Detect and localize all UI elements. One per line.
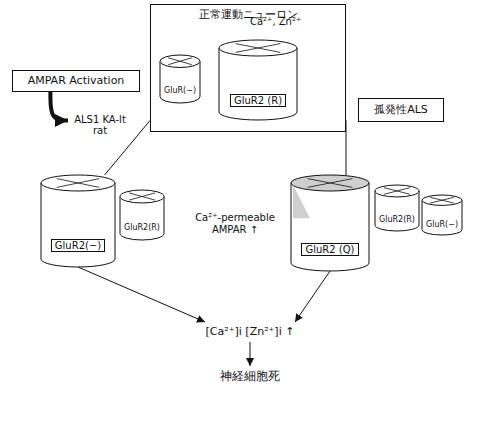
cylinder-top: [219, 40, 297, 56]
node-text: ALS1 KA-lt rat: [72, 114, 128, 137]
receptor-cylinder: GluR2 (Q): [290, 175, 370, 271]
cylinder-top: [422, 195, 462, 205]
receptor-cylinder: GluR2(R): [374, 185, 420, 231]
cylinder-shape: [40, 175, 116, 267]
cylinder-body: [41, 183, 115, 267]
cylinder-shape: [290, 175, 370, 271]
connector: [250, 342, 251, 366]
cylinder-shape: [159, 55, 201, 103]
receptor-cylinder: GluR(−): [159, 55, 201, 103]
receptor-cylinder: GluR(−): [421, 195, 463, 235]
receptor-label: GluR(−): [425, 220, 459, 229]
connector: [105, 120, 150, 175]
cylinder-top: [160, 55, 200, 67]
cylinder-top: [375, 185, 419, 197]
neuron-panel: GluR(−)GluR2 (R)正常運動ニューロン: [150, 4, 346, 132]
connector: [78, 267, 205, 322]
cylinder-top: [120, 190, 164, 203]
pore-mark: [168, 58, 192, 65]
pore-mark: [308, 179, 353, 188]
node-text: AMPAR Activation: [27, 75, 126, 88]
node-text: 神経細胞死: [219, 370, 281, 384]
cylinder-shape: [374, 185, 420, 231]
receptor-label: GluR2 (Q): [301, 243, 358, 257]
node-text: 孤発性ALS: [373, 104, 429, 117]
pore-mark: [384, 188, 410, 195]
cylinder-shape: [218, 40, 298, 120]
pore-mark: [430, 197, 454, 203]
receptor-cylinder: GluR2(−): [40, 175, 116, 267]
pore-mark: [57, 179, 100, 188]
ion-level: [Ca²⁺]i [Zn²⁺]i ↑: [175, 322, 325, 342]
note-label: Ca²⁺-permeable AMPAR ↑: [180, 212, 290, 235]
receptor-label: GluR2(R): [378, 215, 416, 224]
receptor-cylinder: GluR2(R): [119, 190, 165, 240]
receptor-label: GluR(−): [163, 86, 197, 95]
pore-mark: [129, 193, 155, 200]
node-text: [Ca²⁺]i [Zn²⁺]i ↑: [205, 326, 296, 339]
connector: [295, 271, 330, 322]
outcome-label: 神経細胞死: [200, 366, 300, 388]
receptor-cylinder: GluR2 (R): [218, 40, 298, 120]
model-label: ALS1 KA-lt rat: [68, 110, 132, 140]
cylinder-shape: [421, 195, 463, 235]
process-box: 孤発性ALS: [358, 98, 444, 122]
connector: [50, 92, 68, 121]
receptor-label: GluR2 (R): [230, 94, 286, 108]
pore-mark: [236, 44, 281, 53]
receptor-label: GluR2(R): [123, 223, 161, 232]
cylinder-top: [41, 175, 115, 191]
receptor-label: GluR2(−): [51, 239, 105, 253]
shading: [293, 185, 310, 218]
cylinder-shape: [119, 190, 165, 240]
process-box: AMPAR Activation: [12, 70, 140, 92]
cylinder-top: [291, 175, 369, 191]
cylinder-body: [291, 183, 369, 271]
cylinder-body: [219, 48, 297, 120]
ion-label: Ca²⁺, Zn²⁺: [250, 16, 301, 28]
